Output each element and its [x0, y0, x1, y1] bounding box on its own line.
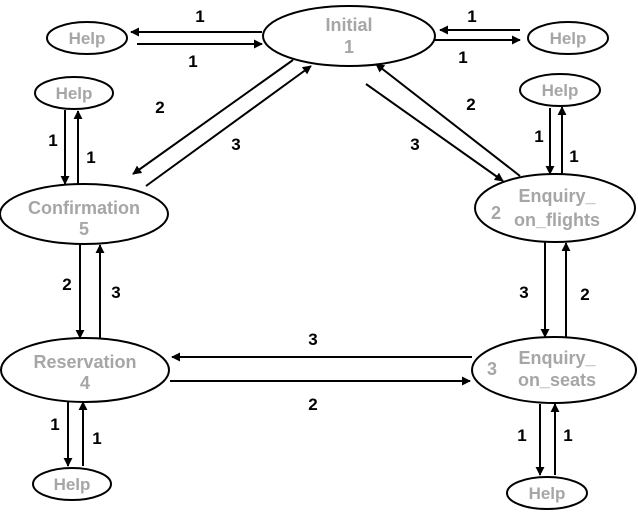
- edge-label-seats-to-enquiry-on-flights: 2: [580, 285, 589, 304]
- edge-label-help-to-seats: 1: [563, 426, 572, 445]
- node-confirmation: Confirmation 5: [0, 183, 169, 245]
- help-node-initial-left-label: Help: [69, 29, 106, 48]
- node-enquiry-on-flights-name-line1: Enquiry_: [518, 186, 596, 206]
- help-node-confirmation-label: Help: [56, 84, 93, 103]
- node-confirmation-number: 5: [79, 219, 89, 239]
- help-node-reservation-label: Help: [54, 475, 91, 494]
- node-enquiry-on-flights-number: 2: [491, 203, 501, 223]
- help-node-enquiry-on-seats-label: Help: [529, 484, 566, 503]
- node-enquiry-on-flights-name-line2: on_flights: [514, 210, 600, 230]
- edge-label-initial-to-help-right: 1: [458, 48, 467, 67]
- edge-label-help-left-to-initial: 1: [188, 52, 197, 71]
- help-node-initial-right-label: Help: [550, 29, 587, 48]
- node-initial: Initial 1: [262, 5, 436, 67]
- edge-label-enquiry-on-flights-to-help: 1: [569, 147, 578, 166]
- edge-label-initial-to-help-left: 1: [195, 7, 204, 26]
- edge-initial-to-confirmation: [132, 59, 294, 175]
- edge-label-confirmation-to-reservation: 2: [62, 275, 71, 294]
- node-enquiry-on-seats: 3 Enquiry_ on_seats: [471, 336, 637, 404]
- node-enquiry-on-seats-name-line1: Enquiry_: [518, 348, 596, 368]
- help-node-confirmation: Help: [34, 76, 114, 110]
- edge-label-enquiry-on-flights-to-initial: 2: [466, 95, 475, 114]
- node-initial-number: 1: [344, 37, 354, 57]
- node-enquiry-on-seats-number: 3: [487, 359, 497, 379]
- help-node-initial-right: Help: [527, 21, 609, 55]
- edge-label-confirmation-to-help: 1: [86, 148, 95, 167]
- node-enquiry-on-flights: 2 Enquiry_ on_flights: [474, 173, 636, 243]
- edge-label-help-to-confirmation: 1: [48, 131, 57, 150]
- node-enquiry-on-seats-name-line2: on_seats: [518, 370, 596, 390]
- edge-label-enquiry-on-flights-to-seats: 3: [519, 283, 528, 302]
- edge-label-reservation-to-seats: 2: [308, 395, 317, 414]
- help-node-initial-left: Help: [46, 21, 128, 55]
- edge-label-initial-to-enquiry-on-flights: 3: [410, 135, 419, 154]
- edge-label-reservation-to-confirmation: 3: [111, 283, 120, 302]
- node-initial-name: Initial: [325, 15, 372, 35]
- help-node-enquiry-on-flights: Help: [519, 73, 601, 107]
- node-confirmation-name: Confirmation: [28, 198, 140, 218]
- node-reservation-name: Reservation: [33, 352, 136, 372]
- edge-label-help-to-reservation: 1: [92, 429, 101, 448]
- edge-label-help-right-to-initial: 1: [467, 7, 476, 26]
- edge-label-seats-to-reservation: 3: [308, 330, 317, 349]
- help-node-enquiry-on-seats: Help: [506, 476, 588, 510]
- help-node-reservation: Help: [32, 467, 112, 501]
- edge-label-seats-to-help: 1: [517, 426, 526, 445]
- edge-label-initial-to-confirmation: 2: [155, 98, 164, 117]
- edge-initial-to-enquiry-on-flights: [365, 83, 504, 182]
- edge-enquiry-on-flights-to-initial: [375, 63, 521, 177]
- edge-confirmation-to-initial: [145, 65, 312, 187]
- help-node-enquiry-on-flights-label: Help: [542, 81, 579, 100]
- node-reservation-number: 4: [80, 373, 90, 393]
- edge-label-help-to-enquiry-on-flights: 1: [534, 127, 543, 146]
- edge-label-confirmation-to-initial: 3: [231, 135, 240, 154]
- node-reservation: Reservation 4: [0, 337, 170, 403]
- edge-label-reservation-to-help: 1: [50, 415, 59, 434]
